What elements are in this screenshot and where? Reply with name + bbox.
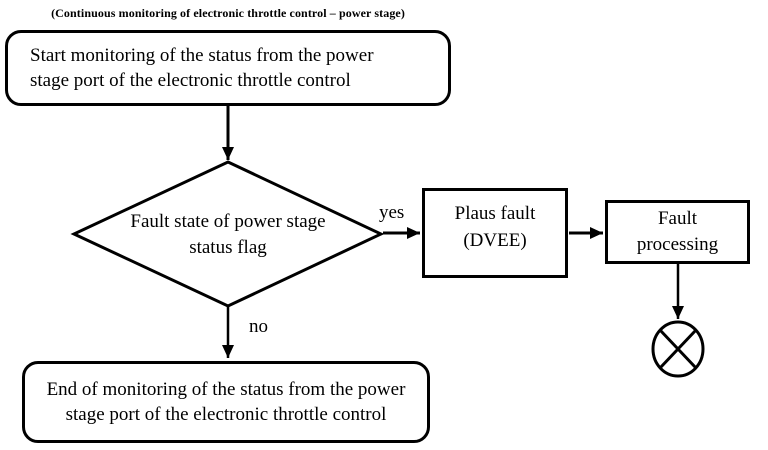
start-node-label-line1: Start monitoring of the status from the … — [30, 45, 374, 66]
yes-branch-label: yes — [379, 202, 405, 223]
fault-processing-label-line1: Fault — [657, 208, 698, 229]
end-node-label-line2: stage port of the electronic throttle co… — [65, 404, 387, 425]
plaus-fault-label-line1: Plaus fault — [454, 203, 536, 224]
end-node: End of monitoring of the status from the… — [22, 361, 430, 443]
fault-processing-label-line2: processing — [636, 234, 719, 255]
fault-processing-node: Fault processing — [605, 200, 750, 264]
end-node-label-line1: End of monitoring of the status from the… — [46, 379, 406, 400]
decision-diamond-shape — [70, 160, 385, 308]
plaus-fault-node: Plaus fault (DVEE) — [422, 188, 568, 278]
start-node-label-line2: stage port of the electronic throttle co… — [30, 70, 351, 91]
plaus-fault-label-line2: (DVEE) — [463, 230, 527, 251]
circled-x-terminator-icon — [651, 320, 705, 378]
decision-label-line1: Fault state of power stage — [130, 211, 326, 232]
decision-node-label: Fault state of power stage status flag — [98, 209, 358, 261]
diagram-title: (Continuous monitoring of electronic thr… — [51, 6, 405, 20]
start-node: Start monitoring of the status from the … — [5, 30, 451, 106]
no-branch-label: no — [249, 316, 268, 337]
decision-label-line2: status flag — [189, 237, 267, 258]
